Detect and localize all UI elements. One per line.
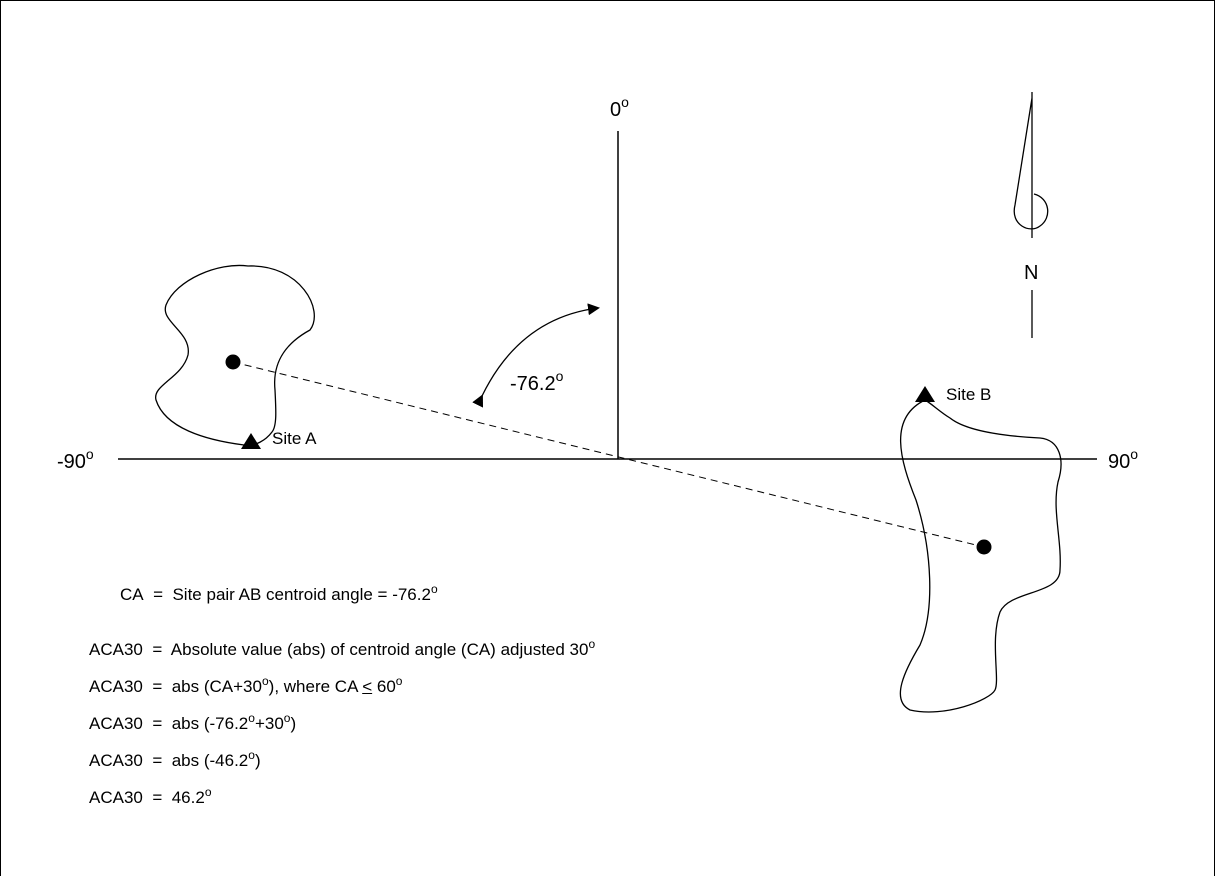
angle-arc	[472, 303, 600, 408]
site-a-label: Site A	[272, 429, 317, 448]
angle-label: -76.2o	[510, 368, 564, 395]
site-b-boundary	[899, 399, 1062, 713]
equation-intermediate: ACA30 = abs (-46.2o)	[89, 748, 261, 770]
site-b-label: Site B	[946, 385, 991, 404]
axis-label-top: 0o	[610, 94, 629, 121]
north-label: N	[1024, 262, 1038, 284]
north-arrow-icon	[1013, 92, 1049, 338]
equation-definition: ACA30 = Absolute value (abs) of centroid…	[89, 637, 596, 659]
centroid-line	[232, 361, 985, 548]
equation-substitution: ACA30 = abs (-76.2o+30o)	[89, 711, 297, 733]
site-a-boundary	[155, 264, 315, 446]
equation-formula: ACA30 = abs (CA+30o), where CA < 60o	[89, 674, 403, 696]
calculation-block: CA = Site pair AB centroid angle = -76.2…	[89, 582, 596, 825]
equation-centroid-angle: CA = Site pair AB centroid angle = -76.2…	[120, 582, 438, 604]
axis-label-right: 90o	[1108, 446, 1138, 473]
equation-result: ACA30 = 46.2o	[89, 785, 212, 807]
site-b-marker	[915, 386, 935, 402]
site-b-centroid	[976, 539, 992, 555]
site-a-marker	[241, 433, 261, 449]
axis-label-left: -90o	[57, 446, 94, 473]
site-a-centroid	[225, 354, 241, 370]
